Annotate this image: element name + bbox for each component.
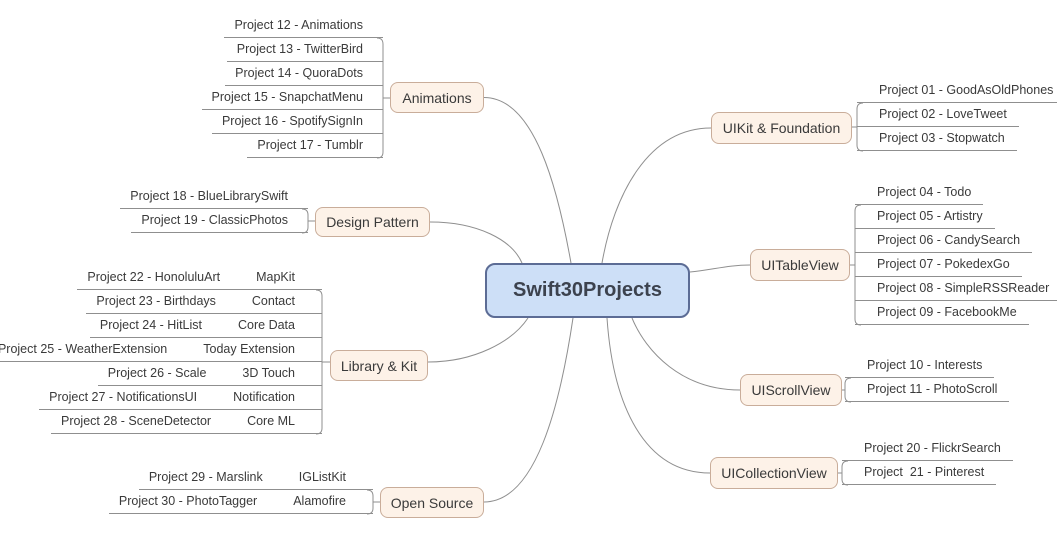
curve-uiscrollview [631,317,741,391]
leaf-node[interactable]: Project 07 - PokedexGo [855,253,1022,277]
leaf-label: Project 07 - PokedexGo [877,257,1010,272]
leaf-node[interactable]: Project 01 - GoodAsOldPhones [857,79,1057,103]
leaf-label: Project 14 - QuoraDots [235,66,363,81]
leaf-label: Project 26 - Scale [107,366,207,381]
leaf-node[interactable]: Project 17 - Tumblr [247,134,383,158]
leaf-label: Project 27 - NotificationsUI [49,390,198,405]
leaf-label: Project 15 - SnapchatMenu [211,90,363,105]
leaf-label: Project 18 - BlueLibrarySwift [130,189,288,204]
curve-animations [483,97,572,264]
category-node-animations[interactable]: Animations [390,82,484,113]
leaf-node[interactable]: Project 22 - HonoluluArt MapKit [77,266,322,290]
leaf-label: Project 03 - Stopwatch [879,131,1005,146]
leaf-node[interactable]: Project 16 - SpotifySignIn [211,110,383,134]
leaf-label: Project 11 - PhotoScroll [867,382,998,397]
leaf-node[interactable]: Project 24 - HitList Core Data [89,314,322,338]
leaf-node[interactable]: Project 08 - SimpleRSSReader [855,277,1057,301]
leaf-node[interactable]: Project 06 - CandySearch [855,229,1033,253]
leaf-node[interactable]: Project 12 - Animations [224,14,383,38]
leaf-node[interactable]: Project 27 - NotificationsUI Notification [39,386,322,410]
category-node-uicollectionview[interactable]: UICollectionView [710,457,838,489]
leaf-node[interactable]: Project 21 - Pinterest [842,461,997,485]
leaf-kit-label: Alamofire [293,494,346,509]
category-node-uiscrollview[interactable]: UIScrollView [740,374,842,406]
leaf-label: Project 25 - WeatherExtension [0,342,168,357]
leaf-kit-label: Core Data [238,318,295,333]
curve-open-source [483,317,574,503]
curve-uitableview [689,264,751,273]
leaf-node[interactable]: Project 11 - PhotoScroll [845,378,1010,402]
leaf-node[interactable]: Project 28 - SceneDetector Core ML [50,410,322,434]
leaf-label: Project 16 - SpotifySignIn [221,114,363,129]
leaf-label: Project 13 - TwitterBird [236,42,363,57]
leaf-kit-label: MapKit [256,270,295,285]
leaf-kit-label: 3D Touch [242,366,295,381]
leaf-kit-label: Notification [233,390,295,405]
leaf-label: Project 12 - Animations [234,18,363,33]
leaf-label: Project 01 - GoodAsOldPhones [879,83,1054,98]
leaf-node[interactable]: Project 23 - Birthdays Contact [86,290,322,314]
leaf-node[interactable]: Project 04 - Todo [855,181,984,205]
curve-uikit-foundation [601,127,712,264]
leaf-node[interactable]: Project 09 - FacebookMe [855,301,1029,325]
leaf-node[interactable]: Project 02 - LoveTweet [857,103,1019,127]
leaf-node[interactable]: Project 15 - SnapchatMenu [201,86,383,110]
leaf-label: Project 28 - SceneDetector [60,414,212,429]
leaf-node[interactable]: Project 14 - QuoraDots [225,62,383,86]
leaf-label: Project 21 - Pinterest [864,465,985,480]
leaf-node[interactable]: Project 25 - WeatherExtension Today Exten… [0,338,322,362]
curve-library-kit [427,317,529,363]
category-node-design-pattern[interactable]: Design Pattern [315,207,430,237]
leaf-label: Project 17 - Tumblr [257,138,363,153]
leaf-label: Project 23 - Birthdays [96,294,216,309]
leaf-label: Project 05 - Artistry [877,209,983,224]
category-node-uitableview[interactable]: UITableView [750,249,850,281]
leaf-node[interactable]: Project 29 - Marslink IGListKit [138,466,373,490]
leaf-node[interactable]: Project 19 - ClassicPhotos [131,209,308,233]
leaf-kit-label: Contact [251,294,295,309]
leaf-label: Project 10 - Interests [867,358,983,373]
leaf-node[interactable]: Project 26 - Scale 3D Touch [97,362,322,386]
center-node[interactable]: Swift30Projects [485,263,690,318]
leaf-node[interactable]: Project 18 - BlueLibrarySwift [120,185,308,209]
leaf-node[interactable]: Project 03 - Stopwatch [857,127,1017,151]
leaf-label: Project 22 - HonoluluArt [87,270,221,285]
curve-uicollectionview [606,317,711,474]
leaf-node[interactable]: Project 13 - TwitterBird [226,38,383,62]
leaf-label: Project 30 - PhotoTagger [118,494,258,509]
leaf-label: Project 09 - FacebookMe [877,305,1017,320]
leaf-kit-label: Today Extension [203,342,295,357]
leaf-label: Project 20 - FlickrSearch [864,441,1001,456]
leaf-label: Project 29 - Marslink [148,470,263,485]
leaf-node[interactable]: Project 05 - Artistry [855,205,995,229]
leaf-label: Project 02 - LoveTweet [879,107,1007,122]
category-node-library-kit[interactable]: Library & Kit [330,350,428,381]
leaf-label: Project 08 - SimpleRSSReader [877,281,1050,296]
leaf-node[interactable]: Project 10 - Interests [845,354,995,378]
leaf-label: Project 04 - Todo [877,185,972,200]
leaf-node[interactable]: Project 20 - FlickrSearch [842,437,1013,461]
leaf-label: Project 24 - HitList [99,318,203,333]
leaf-label: Project 19 - ClassicPhotos [141,213,288,228]
leaf-node[interactable]: Project 30 - PhotoTagger Alamofire [108,490,373,514]
leaf-kit-label: IGListKit [298,470,346,485]
curve-design-pattern [429,221,523,264]
leaf-label: Project 06 - CandySearch [877,233,1021,248]
leaf-kit-label: Core ML [247,414,295,429]
category-node-uikit-foundation[interactable]: UIKit & Foundation [711,112,852,144]
category-node-open-source[interactable]: Open Source [380,487,484,518]
